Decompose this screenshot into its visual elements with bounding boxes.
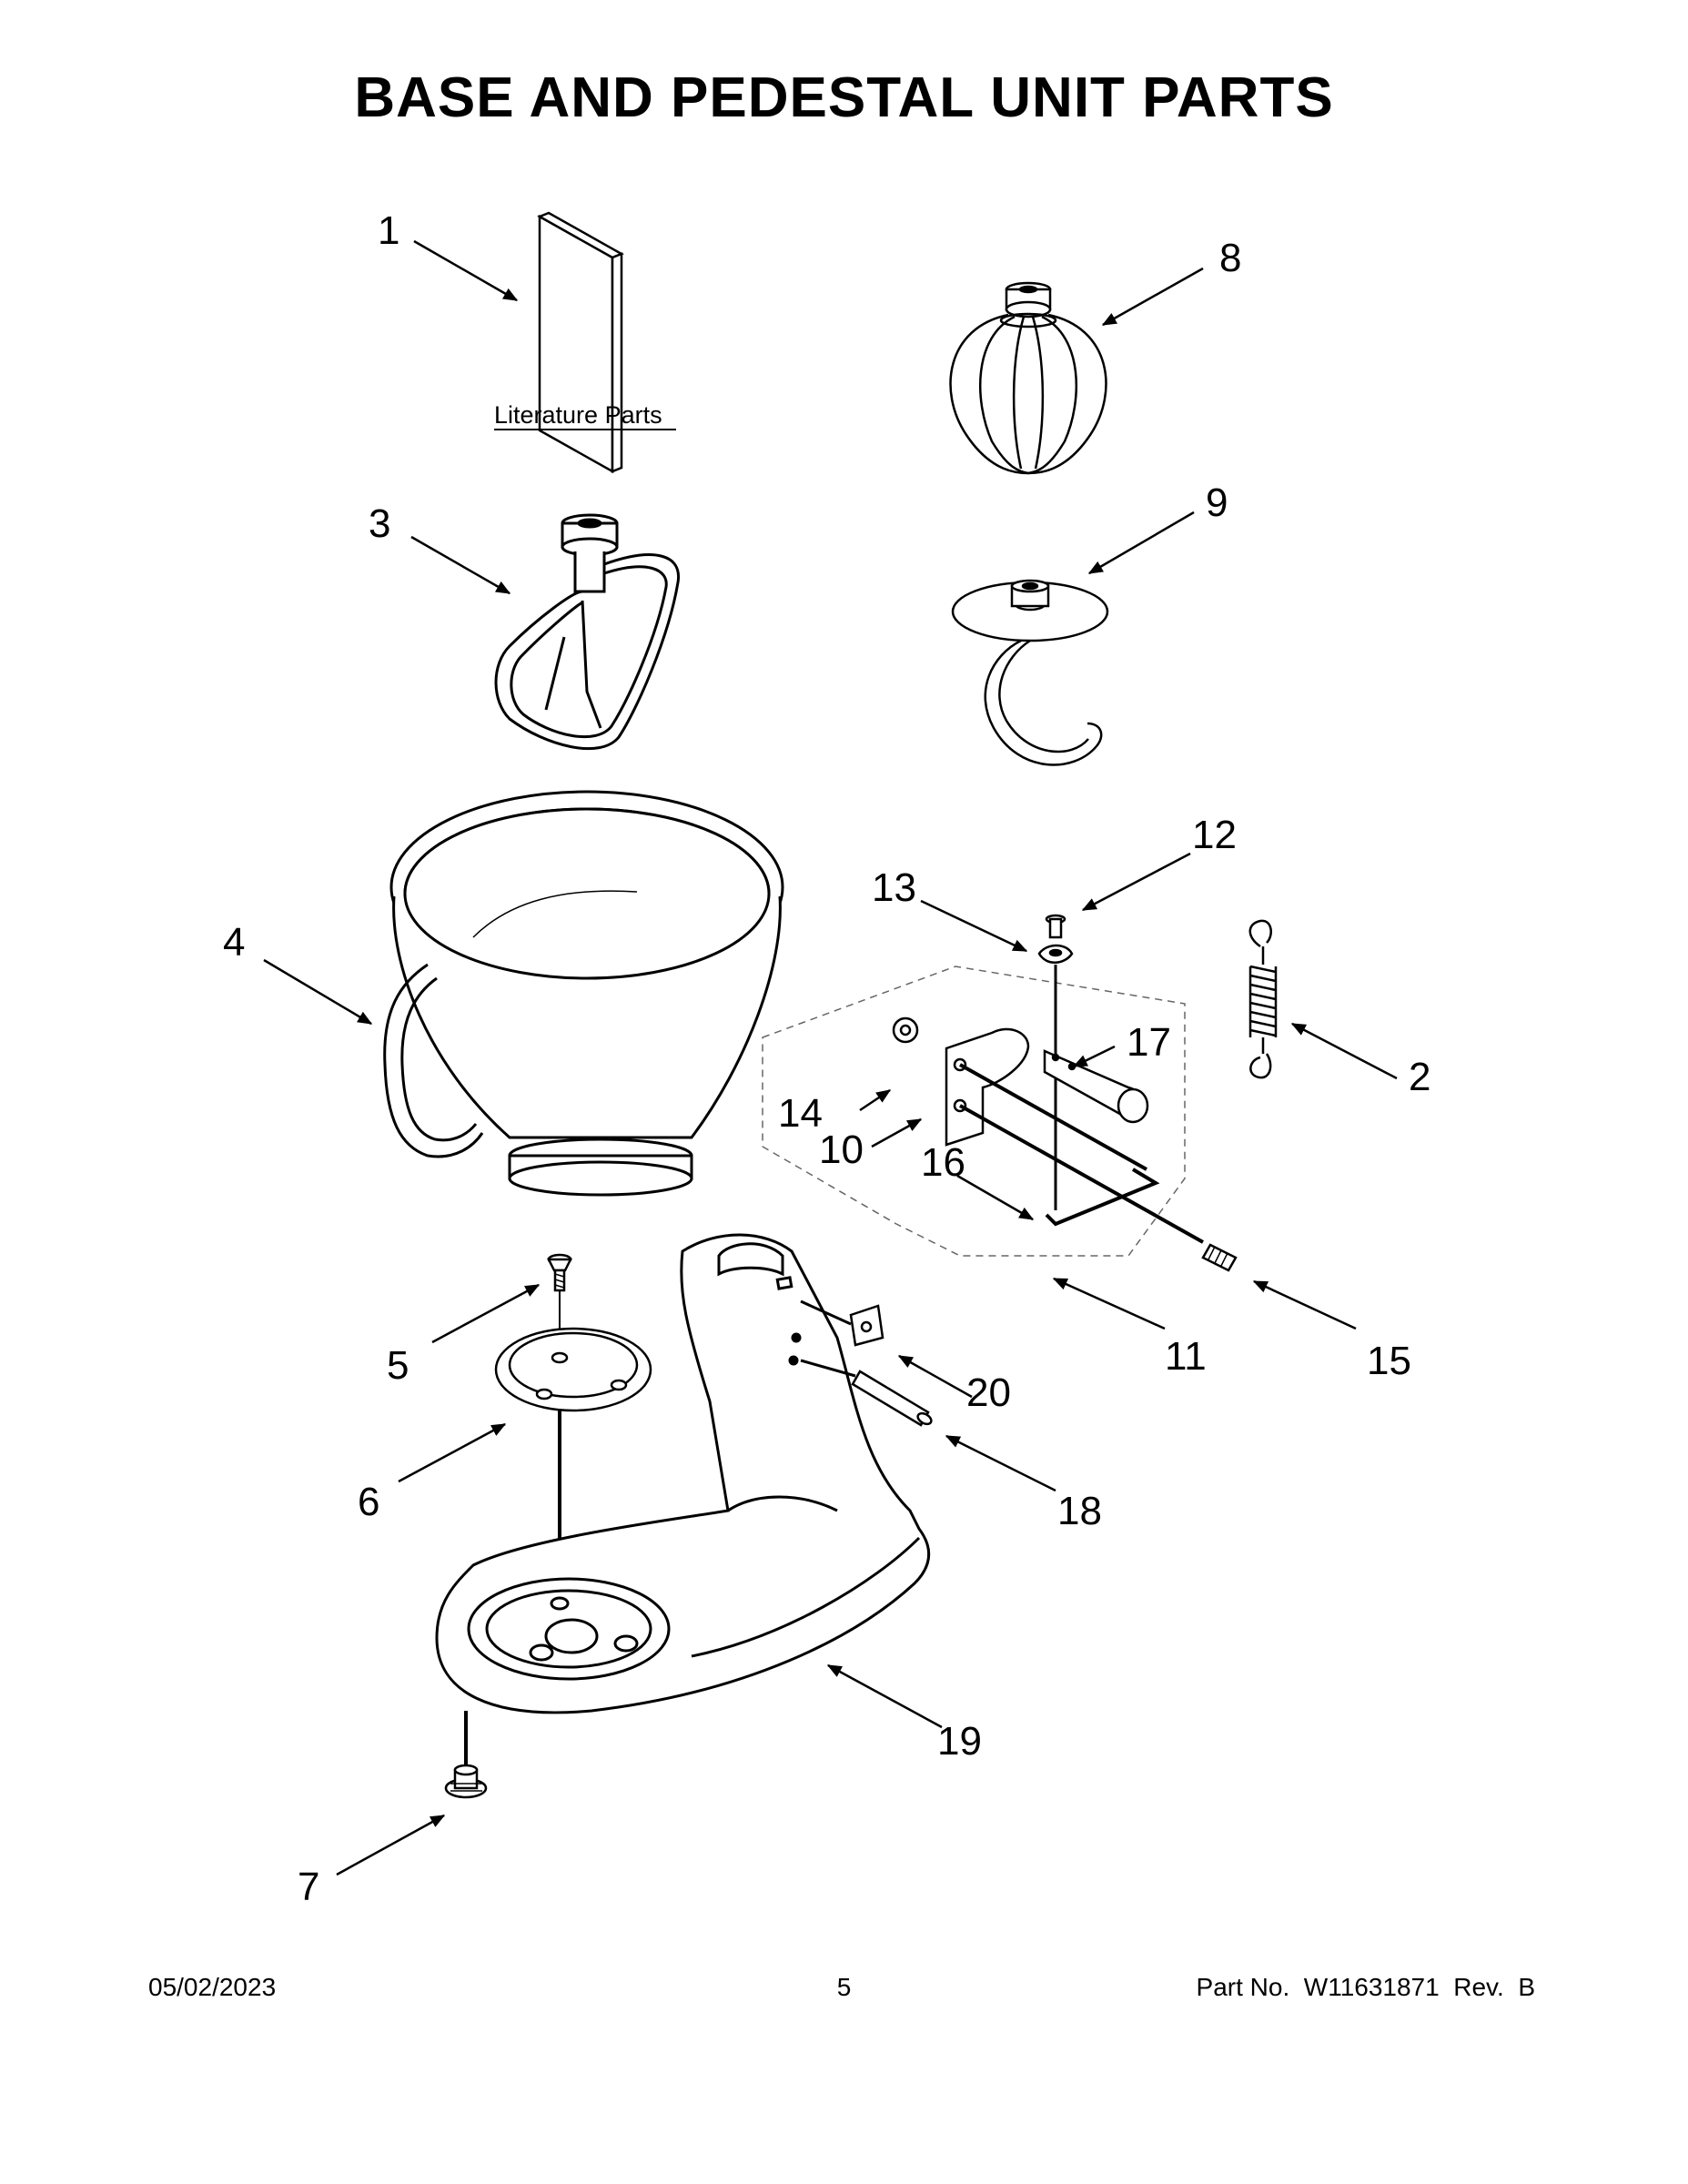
callout-18: 18	[1057, 1489, 1102, 1533]
callout-8: 8	[1219, 236, 1241, 280]
callout-9: 9	[1206, 480, 1228, 525]
callout-12: 12	[1192, 813, 1237, 857]
bowl-clamp-screw	[546, 1253, 573, 1292]
callout-13: 13	[872, 865, 916, 910]
callout-17: 17	[1127, 1020, 1171, 1065]
callout-14: 14	[778, 1091, 823, 1136]
callout-6: 6	[358, 1480, 379, 1524]
page-title: BASE AND PEDESTAL UNIT PARTS	[354, 66, 1334, 129]
footer-part-number: Part No. W11631871 Rev. B	[1196, 1973, 1535, 2001]
pin-guide-line	[800, 1359, 856, 1378]
leader-arrows	[263, 239, 1398, 1876]
callout-16: 16	[921, 1140, 965, 1185]
footer-page-number: 5	[836, 1973, 852, 2001]
callout-4: 4	[223, 920, 245, 965]
wire-whip	[949, 281, 1107, 475]
callout-11: 11	[1165, 1334, 1207, 1379]
dough-hook	[951, 579, 1109, 766]
callout-1: 1	[378, 208, 399, 253]
spring	[1248, 919, 1278, 1079]
callout-3: 3	[369, 501, 390, 546]
clamping-plate	[494, 1327, 652, 1412]
callout-15: 15	[1367, 1339, 1411, 1383]
callout-7: 7	[298, 1865, 319, 1909]
callout-5: 5	[387, 1343, 409, 1388]
rubber-foot	[444, 1764, 488, 1799]
bowl-lift-parts	[892, 914, 1238, 1272]
hinge-pin	[851, 1370, 933, 1427]
clip-guide-line	[800, 1299, 852, 1326]
callout-20: 20	[966, 1370, 1011, 1415]
pedestal-base	[435, 1233, 931, 1714]
mixing-bowl	[383, 790, 784, 1197]
hinge-clip	[849, 1304, 884, 1347]
callout-10: 10	[819, 1127, 864, 1172]
literature-booklet	[537, 211, 624, 474]
flat-beater	[494, 513, 681, 751]
callout-2: 2	[1409, 1055, 1430, 1099]
callout-19: 19	[937, 1719, 982, 1764]
footer-date: 05/02/2023	[148, 1973, 277, 2001]
bowl-lift-assembly-outline	[762, 966, 1186, 1257]
literature-parts-label: Literature Parts	[494, 401, 662, 429]
